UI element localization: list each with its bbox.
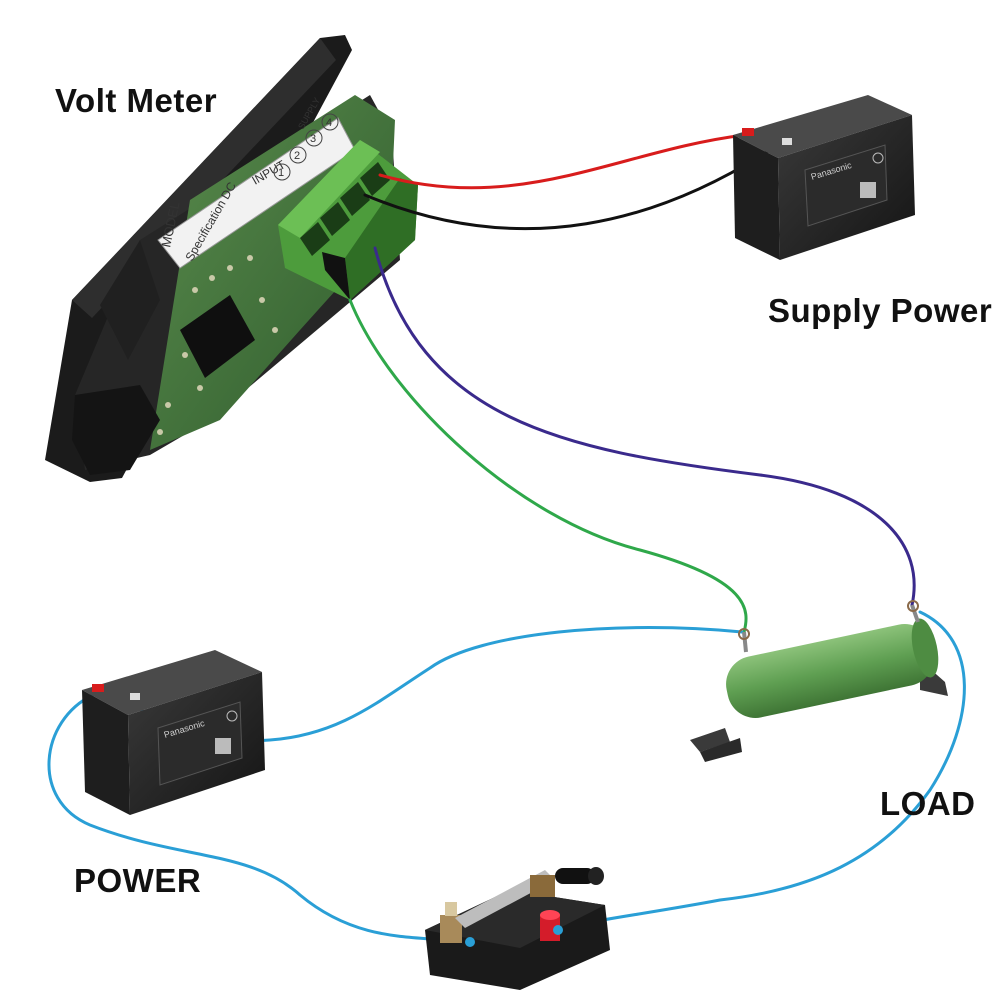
red-wire xyxy=(378,133,747,190)
supply-battery: Panasonic xyxy=(733,95,915,260)
meter-terminal-2: 2 xyxy=(294,150,300,162)
black-wire xyxy=(363,138,787,231)
power-label: POWER xyxy=(74,862,202,899)
resistor-body xyxy=(726,624,934,718)
blue-wire-resistor-to-switch xyxy=(556,610,966,932)
green-wire xyxy=(348,298,748,634)
blue-wire-battery-to-switch xyxy=(47,693,464,944)
meter-terminal-1: 1 xyxy=(278,167,284,179)
volt-meter: MODEL Specification DC INPUT SUPPLY 1 2 … xyxy=(45,35,418,482)
load-label: LOAD xyxy=(880,785,976,822)
power-battery: Panasonic xyxy=(82,650,265,815)
meter-chip xyxy=(180,295,255,378)
switch-handle xyxy=(555,868,595,884)
load-resistor xyxy=(690,600,948,762)
volt-meter-label: Volt Meter xyxy=(55,82,218,119)
knife-switch xyxy=(425,867,610,990)
meter-terminal-4: 4 xyxy=(326,117,332,129)
purple-wire xyxy=(373,246,916,607)
supply-power-label: Supply Power xyxy=(768,292,993,329)
wires xyxy=(47,133,966,944)
meter-terminal-3: 3 xyxy=(310,133,316,145)
